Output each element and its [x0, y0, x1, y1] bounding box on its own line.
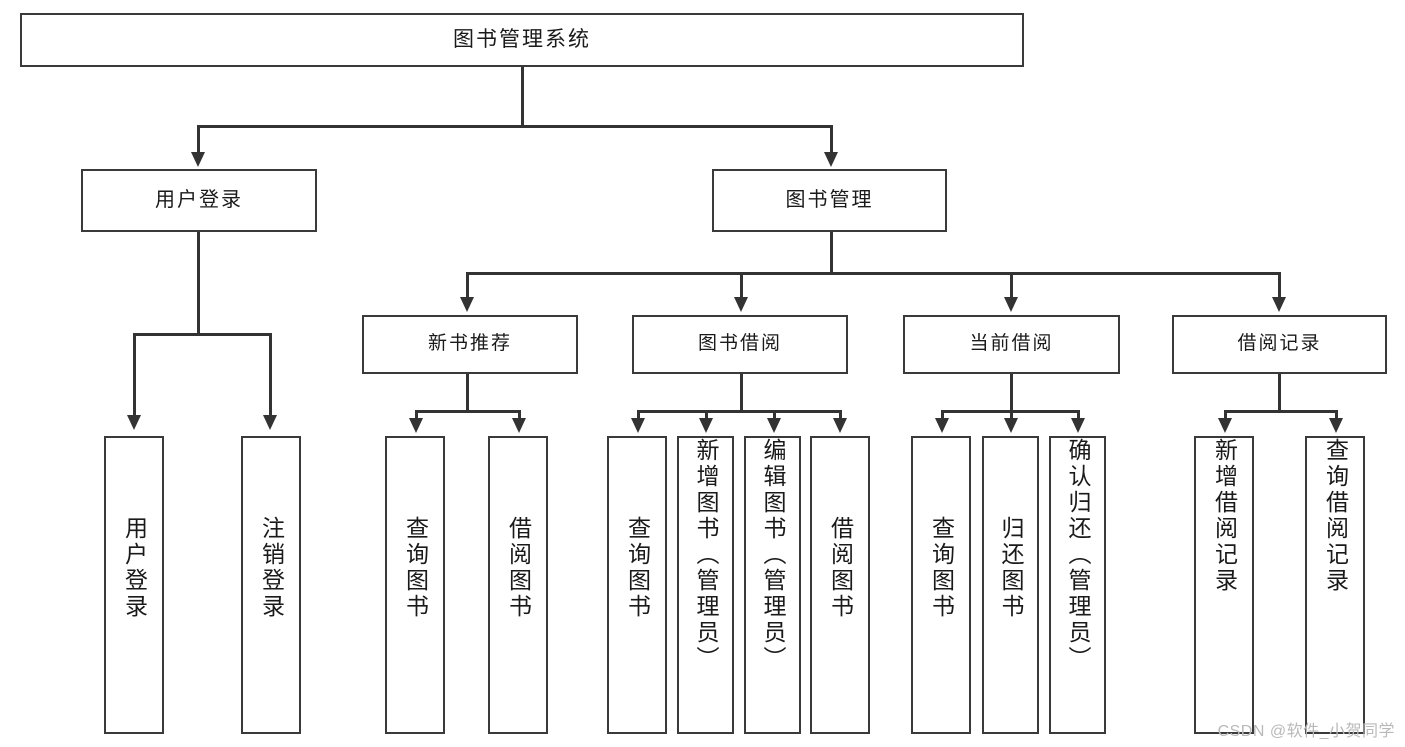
- connector-drop-login-1: [133, 333, 136, 417]
- node-label: 借阅图书: [505, 516, 532, 620]
- connector-drop-currentborrow-1: [941, 410, 944, 420]
- connector-drop-newbook-2: [518, 410, 521, 420]
- arrowhead-login-2: [263, 415, 277, 430]
- connector-current-borrow-stem: [1010, 374, 1013, 410]
- connector-drop-book-manage: [830, 125, 833, 154]
- node-label: 新增图书（管理员）: [693, 438, 719, 672]
- connector-drop-newbook-1: [415, 410, 418, 420]
- arrowhead-new-book: [460, 297, 474, 312]
- node-new-book-recommend[interactable]: 新书推荐: [362, 315, 578, 374]
- node-leaf-add-borrow-record[interactable]: 新增借阅记录: [1194, 436, 1254, 734]
- connector-drop-borrowrecord-1: [1224, 410, 1227, 420]
- connector-new-book-stem: [466, 374, 469, 410]
- connector-drop-borrowrecord-2: [1335, 410, 1338, 420]
- arrowhead-newbook-1: [409, 418, 423, 433]
- node-leaf-return-book[interactable]: 归还图书: [982, 436, 1039, 734]
- node-leaf-query-borrow-record[interactable]: 查询借阅记录: [1305, 436, 1365, 734]
- node-label: 借阅图书: [827, 516, 854, 620]
- node-leaf-edit-book-admin[interactable]: 编辑图书（管理员）: [744, 436, 801, 734]
- connector-drop-bookborrow-4: [839, 410, 842, 420]
- node-label: 图书管理: [785, 188, 874, 211]
- arrowhead-bookborrow-4: [833, 418, 847, 433]
- node-label: 查询借阅记录: [1322, 438, 1349, 594]
- connector-borrow-record-stem: [1278, 374, 1281, 410]
- connector-drop-current-borrow: [1010, 272, 1013, 299]
- connector-borrow-record-bus: [1224, 410, 1338, 413]
- node-label: 查询图书: [402, 516, 429, 620]
- node-current-borrow[interactable]: 当前借阅: [903, 315, 1120, 374]
- arrowhead-bookborrow-2: [699, 418, 713, 433]
- connector-drop-borrow-record: [1278, 272, 1281, 299]
- connector-drop-currentborrow-3: [1077, 410, 1080, 420]
- node-label: 图书管理系统: [453, 27, 591, 51]
- node-label: 用户登录: [121, 516, 148, 620]
- connector-drop-bookborrow-3: [773, 410, 776, 420]
- node-label: 新增借阅记录: [1211, 438, 1238, 594]
- node-leaf-query-book-newbook[interactable]: 查询图书: [385, 436, 445, 734]
- connector-drop-new-book: [466, 272, 469, 299]
- connector-book-borrow-bus: [637, 410, 842, 413]
- node-leaf-query-book-current[interactable]: 查询图书: [911, 436, 971, 734]
- node-label: 当前借阅: [969, 333, 1054, 355]
- connector-level2-bus: [466, 272, 1278, 275]
- connector-drop-currentborrow-2: [1010, 410, 1013, 420]
- node-book-borrow[interactable]: 图书借阅: [632, 315, 848, 374]
- node-borrow-record[interactable]: 借阅记录: [1172, 315, 1387, 374]
- node-user-login[interactable]: 用户登录: [81, 169, 317, 232]
- arrowhead-currentborrow-2: [1004, 418, 1018, 433]
- csdn-watermark: CSDN @软件_小贺同学: [1217, 723, 1395, 740]
- node-label: 确认归还（管理员）: [1065, 438, 1091, 672]
- arrowhead-current-borrow: [1004, 297, 1018, 312]
- node-leaf-user-login[interactable]: 用户登录: [104, 436, 164, 734]
- connector-drop-bookborrow-2: [705, 410, 708, 420]
- arrowhead-currentborrow-1: [935, 418, 949, 433]
- connector-user-login-bus: [133, 333, 272, 336]
- arrowhead-book-manage: [824, 152, 838, 167]
- node-label: 借阅记录: [1237, 333, 1322, 355]
- node-leaf-confirm-return-admin[interactable]: 确认归还（管理员）: [1049, 436, 1106, 734]
- arrowhead-bookborrow-3: [767, 418, 781, 433]
- node-label: 新书推荐: [427, 333, 512, 355]
- node-label: 注销登录: [258, 516, 285, 620]
- arrowhead-login-1: [127, 415, 141, 430]
- node-leaf-borrow-book[interactable]: 借阅图书: [810, 436, 870, 734]
- connector-book-manage-stem: [830, 232, 833, 272]
- connector-new-book-bus: [415, 410, 521, 413]
- node-leaf-borrow-book-newbook[interactable]: 借阅图书: [488, 436, 548, 734]
- node-leaf-query-book-borrow[interactable]: 查询图书: [607, 436, 667, 734]
- node-label: 查询图书: [624, 516, 651, 620]
- node-leaf-add-book-admin[interactable]: 新增图书（管理员）: [677, 436, 734, 734]
- arrowhead-user-login: [191, 152, 205, 167]
- arrowhead-bookborrow-1: [631, 418, 645, 433]
- arrowhead-newbook-2: [512, 418, 526, 433]
- connector-drop-user-login: [197, 125, 200, 154]
- connector-book-borrow-stem: [740, 374, 743, 410]
- arrowhead-borrow-record: [1272, 297, 1286, 312]
- connector-drop-bookborrow-1: [637, 410, 640, 420]
- arrowhead-borrowrecord-2: [1329, 418, 1343, 433]
- arrowhead-currentborrow-3: [1071, 418, 1085, 433]
- node-book-manage[interactable]: 图书管理: [712, 169, 947, 232]
- node-label: 用户登录: [155, 188, 243, 211]
- node-label: 编辑图书（管理员）: [760, 438, 786, 672]
- connector-user-login-stem: [197, 232, 200, 333]
- connector-root-stem: [521, 67, 524, 125]
- arrowhead-borrowrecord-1: [1218, 418, 1232, 433]
- connector-drop-login-2: [269, 333, 272, 417]
- node-label: 查询图书: [928, 516, 955, 620]
- connector-drop-book-borrow: [740, 272, 743, 299]
- arrowhead-book-borrow: [734, 297, 748, 312]
- connector-level1-bus: [197, 125, 833, 128]
- node-leaf-logout[interactable]: 注销登录: [241, 436, 301, 734]
- node-root-system[interactable]: 图书管理系统: [20, 13, 1024, 67]
- node-label: 图书借阅: [697, 333, 782, 355]
- node-label: 归还图书: [998, 516, 1024, 620]
